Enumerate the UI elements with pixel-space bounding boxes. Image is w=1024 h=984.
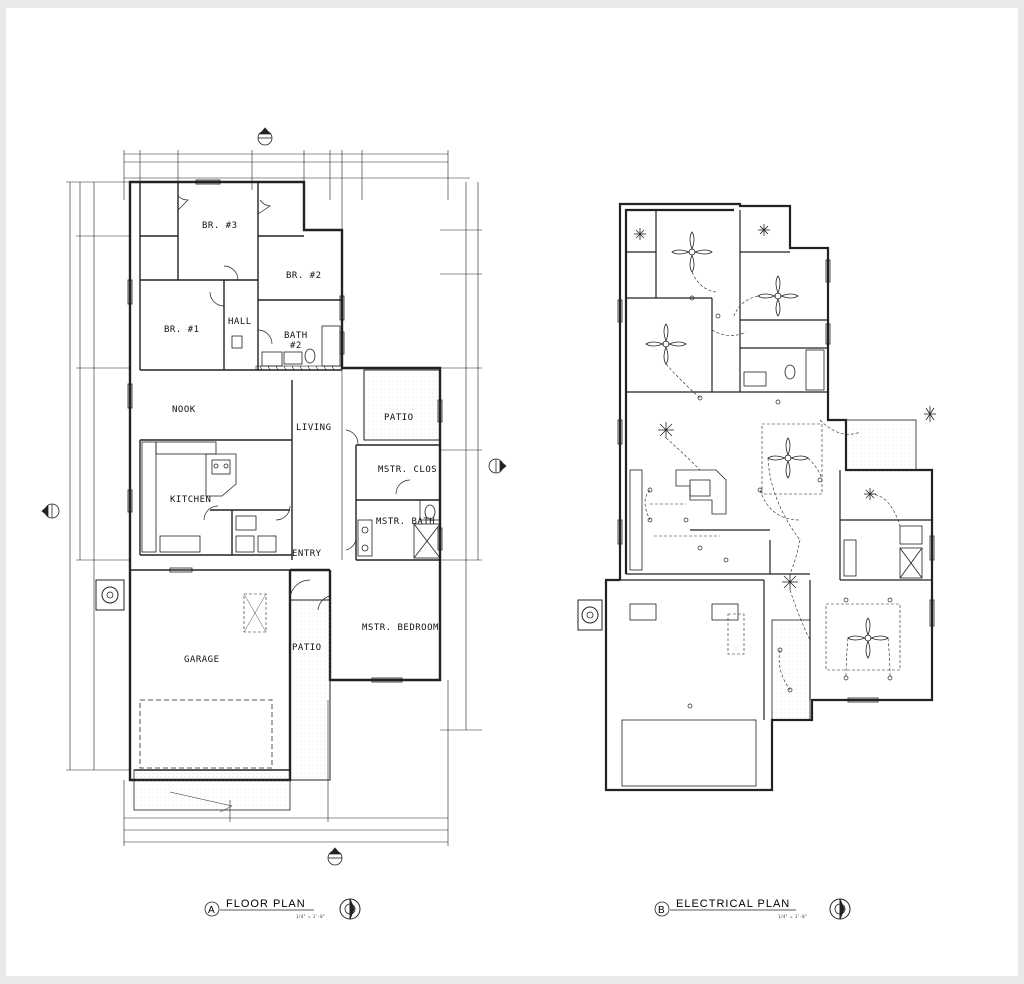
- ceiling-fan-icon: [767, 437, 809, 479]
- exterior-walls: [128, 180, 442, 782]
- electrical-windows: [617, 259, 935, 703]
- electrical-patios: [577, 419, 917, 787]
- electrical-plumbing-fixtures: [629, 349, 923, 579]
- section-markers: [41, 127, 507, 866]
- electrical-plan-title: ELECTRICAL PLAN: [676, 898, 790, 910]
- recessed-lights: [647, 295, 893, 709]
- bottom-dimension-lines: [123, 680, 449, 846]
- right-dimension-lines: [440, 182, 482, 731]
- label-living: LIVING: [296, 423, 332, 433]
- label-garage: GARAGE: [184, 655, 220, 665]
- electrical-plan-title-block: B ELECTRICAL PLAN 1/4" = 1'-0": [654, 898, 851, 920]
- label-patio-front: PATIO: [292, 643, 322, 653]
- ceiling-fan-icon: [671, 231, 713, 273]
- door-swings: [169, 195, 411, 813]
- patios: [133, 369, 441, 811]
- label-br3: BR. #3: [202, 221, 238, 231]
- windows: [127, 179, 443, 683]
- label-mstr-bath: MSTR. BATH: [376, 517, 435, 527]
- electrical-plan-letter: B: [658, 905, 665, 916]
- circuit-runs: [644, 271, 901, 691]
- drawing-sheet: BR. #3 BR. #2 BR. #1 HALL BATH #2 NOOK L…: [6, 8, 1018, 976]
- label-patio-back: PATIO: [384, 413, 414, 423]
- garage-details: [95, 579, 290, 771]
- ceiling-fan-icon: [645, 323, 687, 365]
- label-mstr-bedroom: MSTR. BEDROOM: [362, 623, 439, 633]
- label-entry: ENTRY: [292, 549, 322, 559]
- electrical-exterior-walls: [604, 202, 934, 792]
- electrical-plan-scale: 1/4" = 1'-0": [778, 914, 807, 919]
- drawings-canvas: BR. #3 BR. #2 BR. #1 HALL BATH #2 NOOK L…: [41, 127, 936, 920]
- kitchen-cabinets: [141, 441, 277, 553]
- electrical-interior-walls: [606, 210, 932, 720]
- light-fixture-icon: [634, 228, 646, 240]
- ceiling-fan-icon: [757, 275, 799, 317]
- floor-plan-letter: A: [208, 905, 215, 916]
- light-fixture-icon: [758, 224, 770, 236]
- hatched-wall-band: [255, 365, 343, 371]
- ceiling-fans: [645, 231, 889, 659]
- left-dimension-lines: [66, 181, 130, 771]
- plumbing-fixtures: [231, 325, 441, 559]
- ceiling-fan-icon: [847, 617, 889, 659]
- label-bath-number: #2: [290, 341, 302, 351]
- label-mstr-clos: MSTR. CLOS.: [378, 465, 443, 475]
- label-nook: NOOK: [172, 405, 196, 415]
- label-kitchen: KITCHEN: [170, 495, 211, 505]
- label-br2: BR. #2: [286, 271, 322, 281]
- light-fixtures: [634, 224, 936, 590]
- floor-plan: BR. #3 BR. #2 BR. #1 HALL BATH #2 NOOK L…: [41, 127, 507, 920]
- label-br1: BR. #1: [164, 325, 200, 335]
- exterior-light-icon: [924, 406, 936, 422]
- floor-plan-title-block: A FLOOR PLAN 1/4" = 1'-0": [204, 898, 361, 920]
- light-fixture-icon: [782, 574, 798, 590]
- floor-plan-title: FLOOR PLAN: [226, 898, 306, 910]
- light-fixture-icon: [658, 422, 674, 438]
- floor-plan-scale: 1/4" = 1'-0": [296, 914, 325, 919]
- label-bath: BATH: [284, 331, 308, 341]
- label-hall: HALL: [228, 317, 252, 327]
- electrical-plan: B ELECTRICAL PLAN 1/4" = 1'-0": [577, 202, 936, 920]
